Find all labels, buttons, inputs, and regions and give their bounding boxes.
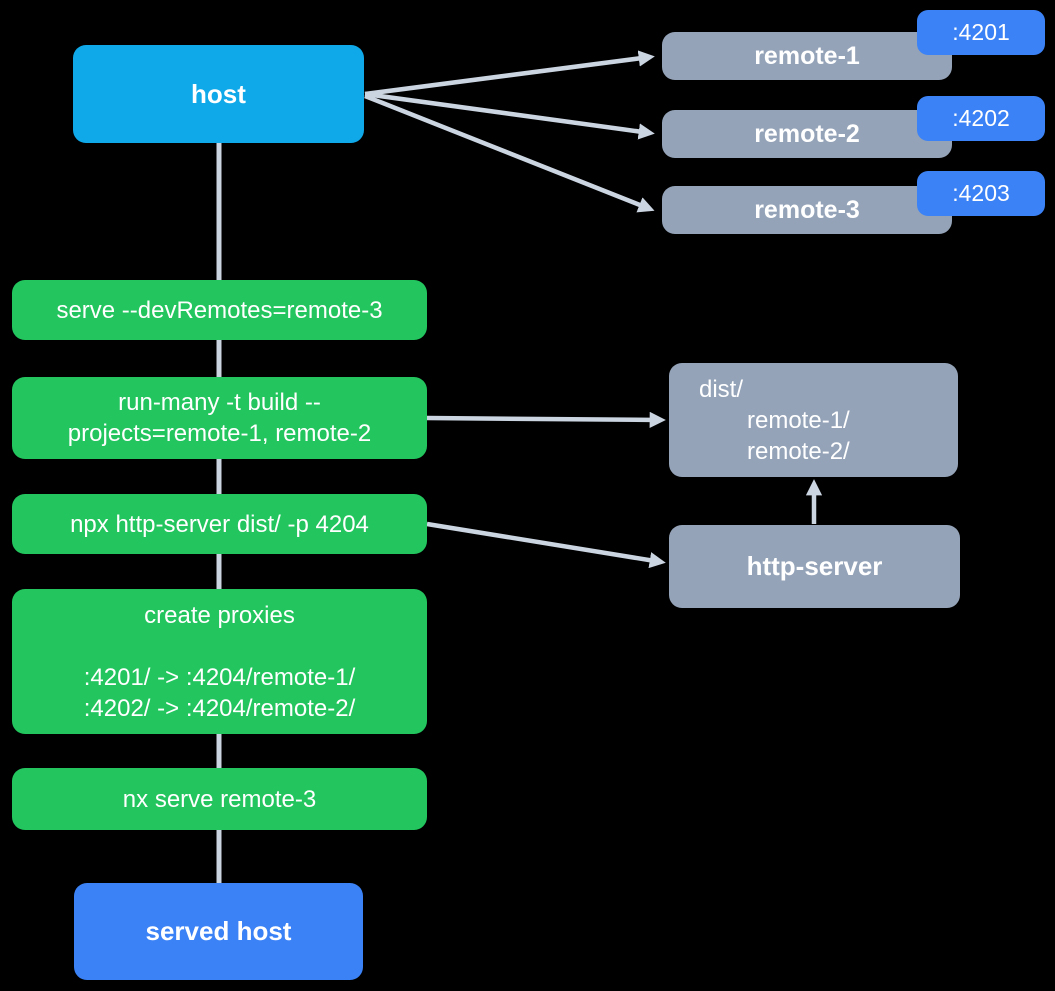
remote-2-label: remote-2	[754, 119, 860, 148]
dist-folder-remote-2-entry: remote-2/	[747, 437, 850, 465]
port-badge-4202-label: :4202	[952, 105, 1010, 131]
step-npx-http-server: npx http-server dist/ -p 4204	[12, 494, 427, 554]
remote-3-node: remote-3	[662, 186, 952, 234]
step-serve-dev-remotes: serve --devRemotes=remote-3	[12, 280, 427, 340]
host-node: host	[73, 45, 364, 143]
arrow-host-to-remote-2	[364, 91, 655, 140]
step-nx-serve-remote-3: nx serve remote-3	[12, 768, 427, 830]
step-nx-serve-remote-3-label: nx serve remote-3	[122, 785, 317, 813]
http-server-node: http-server	[669, 525, 960, 608]
remote-2-node: remote-2	[662, 110, 952, 158]
port-badge-4202: :4202	[917, 96, 1045, 141]
port-badge-4201: :4201	[917, 10, 1045, 55]
arrow-host-to-remote-3	[364, 93, 655, 213]
dist-folder-node: dist/ remote-1/ remote-2/	[669, 363, 958, 477]
remote-1-label: remote-1	[754, 41, 860, 70]
step-serve-dev-remotes-label: serve --devRemotes=remote-3	[56, 296, 383, 324]
arrow-npx-http-server-to-http-server	[426, 521, 666, 569]
port-badge-4203: :4203	[917, 171, 1045, 216]
step-run-many-build: run-many -t build -- projects=remote-1, …	[12, 377, 427, 459]
dist-folder-remote-1-entry: remote-1/	[747, 406, 850, 434]
host-label: host	[191, 78, 246, 109]
step-create-proxies: create proxies :4201/ -> :4204/remote-1/…	[12, 589, 427, 734]
remote-3-label: remote-3	[754, 195, 860, 224]
remote-1-node: remote-1	[662, 32, 952, 80]
served-host-label: served host	[145, 916, 292, 946]
dist-folder-root-label: dist/	[699, 375, 744, 403]
step-create-proxies-label: create proxies :4201/ -> :4204/remote-1/…	[83, 601, 356, 722]
served-host-node: served host	[74, 883, 363, 980]
port-badge-4201-label: :4201	[952, 19, 1010, 45]
step-npx-http-server-label: npx http-server dist/ -p 4204	[70, 510, 369, 538]
arrow-host-to-remote-1	[364, 50, 655, 97]
http-server-label: http-server	[746, 551, 883, 581]
arrow-run-many-to-dist	[426, 411, 666, 429]
port-badge-4203-label: :4203	[952, 180, 1010, 206]
step-run-many-build-label: run-many -t build -- projects=remote-1, …	[67, 389, 372, 447]
